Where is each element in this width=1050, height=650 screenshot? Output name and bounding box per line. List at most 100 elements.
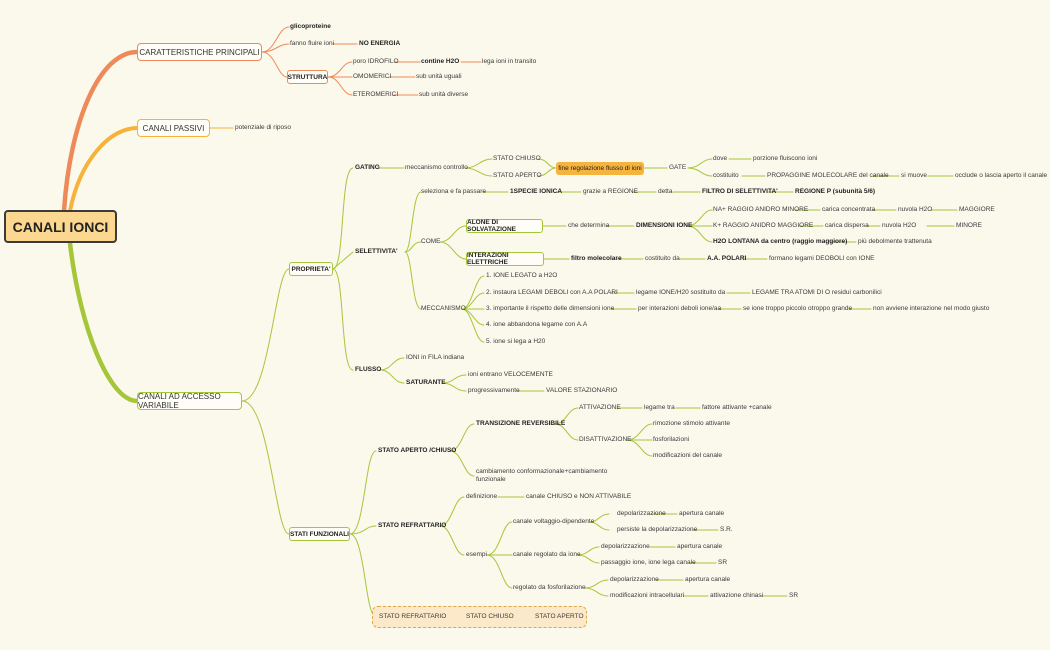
label-voltaggio: canale voltaggio-dipendente (513, 518, 595, 525)
label-seq-chiuso: STATO CHIUSO (466, 613, 514, 620)
label-dove: dove (713, 155, 728, 162)
label-occlude: occlude o lascia aperto il canale (955, 172, 1048, 179)
label-glicoproteine: glicoproteine (290, 23, 331, 30)
label-potenziale: potenziale di riposo (235, 124, 292, 131)
node-struttura[interactable]: STRUTTURA (287, 70, 328, 84)
edge-caratteristiche (61, 49, 140, 214)
label-piu-debolmente: più debolmente trattenuta (858, 238, 932, 245)
sequence-group[interactable] (372, 606, 587, 628)
label-fanno-fluire: fanno fluire ioni (290, 40, 335, 47)
label-selettivita: SELETTIVITA' (355, 248, 398, 255)
label-definizione: definizione (466, 493, 498, 500)
label-transizione: TRANSIZIONE REVERSIBILE (476, 420, 566, 427)
label-m1: 1. IONE LEGATO a H2O (486, 272, 558, 279)
label-gate: GATE (669, 164, 687, 171)
node-fine-regolazione[interactable]: fine regolazione flusso di ioni (556, 162, 644, 175)
node-stati-label: STATI FUNZIONALI (290, 530, 349, 538)
label-m2c: LEGAME TRA ATOMI DI O residui carbonilic… (752, 289, 882, 296)
label-m3b: per interazioni deboli ione/aa (638, 305, 722, 312)
node-passivi[interactable]: CANALI PASSIVI (137, 119, 210, 137)
label-m3c: se ione troppo piccolo otroppo grande (743, 305, 853, 312)
label-una-specie: 1SPECIE IONICA (510, 188, 563, 195)
label-disattivazione: DISATTIVAZIONE (579, 436, 632, 443)
label-costituito: costituito (713, 172, 739, 179)
label-m2: 2. instaura LEGAMI DEBOLI con A.A POLARI (486, 289, 618, 296)
label-regione-p: REGIONE P (subunità 5/6) (795, 188, 876, 195)
node-proprieta-label: PROPRIETA' (291, 265, 331, 273)
node-fine-regolazione-label: fine regolazione flusso di ioni (558, 165, 642, 172)
node-alone[interactable]: ALONE DI SOLVATAZIONE (466, 219, 543, 233)
label-sub-diverse: sub unità diverse (419, 91, 469, 98)
label-sr-2: SR (718, 559, 728, 566)
label-regolato-fosf: regolato da fosforilazione (513, 584, 586, 591)
label-propaggine: PROPAGGINE MOLECOLARE del canale (767, 172, 889, 179)
label-stato-chiuso: STATO CHIUSO (493, 155, 541, 162)
label-legame-tra: legame tra (644, 404, 675, 411)
label-depol-2: depolarizzazione (601, 543, 650, 550)
label-cambiamento-2: funzionale (476, 476, 506, 483)
label-seq-aperto: STATO APERTO (535, 613, 584, 620)
label-maggiore: MAGGIORE (959, 206, 995, 213)
label-m3d: non avviene interazione nel modo giusto (873, 305, 990, 312)
label-si-muove: si muove (901, 172, 928, 179)
label-depol-1: depolarizzazione (617, 510, 666, 517)
label-detta: detta (658, 188, 673, 195)
label-apertura-3: apertura canale (685, 576, 731, 583)
label-saturante: SATURANTE (406, 379, 446, 386)
label-fosforilazioni: fosforilazioni (653, 436, 690, 443)
node-proprieta[interactable]: PROPRIETA' (289, 262, 333, 276)
label-seleziona: seleziona e fa passare (421, 188, 487, 195)
label-omomerici: OMOMERICI (353, 73, 392, 80)
root-node[interactable]: CANALI IONCI (4, 210, 117, 243)
label-valore: VALORE STAZIONARIO (546, 387, 618, 394)
label-persiste: persiste la depolarizzazione (617, 526, 698, 533)
node-passivi-label: CANALI PASSIVI (142, 123, 205, 133)
label-m4: 4. ione abbandona legame con A.A (486, 321, 588, 328)
node-stati[interactable]: STATI FUNZIONALI (289, 527, 350, 541)
label-nuvola-1: nuvola H2O (898, 206, 933, 213)
label-filtro-mol: filtro molecolare (571, 255, 622, 262)
label-minore: MINORE (956, 222, 982, 229)
label-dimensioni: DIMENSIONI IONE (636, 222, 693, 229)
label-m2b: legame IONE/H20 sostituito da (636, 289, 726, 296)
node-alone-label: ALONE DI SOLVATAZIONE (467, 219, 516, 233)
label-contine: contine H2O (421, 58, 460, 65)
label-meccanismo-controllo: meccanismo controllo (405, 164, 468, 171)
label-carica-conc: carica concentrata (822, 206, 876, 213)
label-nuvola-2: nuvola H2O (882, 222, 917, 229)
label-seq-refrattario: STATO REFRATTARIO (379, 613, 447, 620)
label-passaggio: passaggio ione, ione lega canale (601, 559, 696, 566)
node-variabile[interactable]: CANALI AD ACCESSO VARIABILE (137, 392, 242, 410)
label-aa-polari: A.A. POLARI (707, 255, 747, 262)
label-k: K+ RAGGIO ANIDRO MAGGIORE (713, 222, 814, 229)
label-eteromerici: ETEROMERICI (353, 91, 399, 98)
label-m5: 5. ione si lega a H20 (486, 338, 546, 345)
label-grazie: grazie a REGIONE (583, 188, 638, 195)
label-carica-disp: carica dispersa (825, 222, 869, 229)
label-meccanismo: MECCANISMO (421, 305, 466, 312)
label-come: COME (421, 238, 441, 245)
label-costituito-da: costituito da (645, 255, 680, 262)
node-interazioni[interactable]: INTERAZIONI ELETTRICHE (466, 252, 544, 266)
node-struttura-label: STRUTTURA (287, 73, 328, 81)
label-fattore: fattore attivante +canale (702, 404, 772, 411)
label-attivazione-chinasi: attivazione chinasi (710, 592, 764, 599)
label-porzione: porzione fluiscono ioni (753, 155, 818, 162)
label-lega: lega ioni in transito (482, 58, 537, 65)
label-stato-aperto: STATO APERTO (493, 172, 542, 179)
label-depol-3: depolarizzazione (610, 576, 659, 583)
label-sub-uguali: sub unità uguali (416, 73, 462, 80)
node-variabile-label: CANALI AD ACCESSO VARIABILE (138, 392, 221, 410)
root-label: CANALI IONCI (12, 218, 109, 235)
edge-passivi (68, 126, 139, 213)
label-formano: formano legami DEOBOLI con IONE (769, 255, 875, 262)
label-na: NA+ RAGGIO ANIDRO MINORE (713, 206, 809, 213)
node-caratteristiche[interactable]: CARATTERISTICHE PRINCIPALI (137, 43, 262, 61)
label-cambiamento-1: cambiamento conformazionale+cambiamento (476, 468, 608, 475)
edge-variabile (67, 240, 140, 404)
label-filtro: FILTRO DI SELETTIVITA' (702, 188, 778, 195)
label-h2o-lontana: H2O LONTANA da centro (raggio maggiore) (713, 238, 848, 245)
label-m3: 3. importante il rispetto delle dimensio… (486, 305, 615, 312)
label-ioni-entrano: ioni entrano VELOCEMENTE (468, 371, 553, 378)
